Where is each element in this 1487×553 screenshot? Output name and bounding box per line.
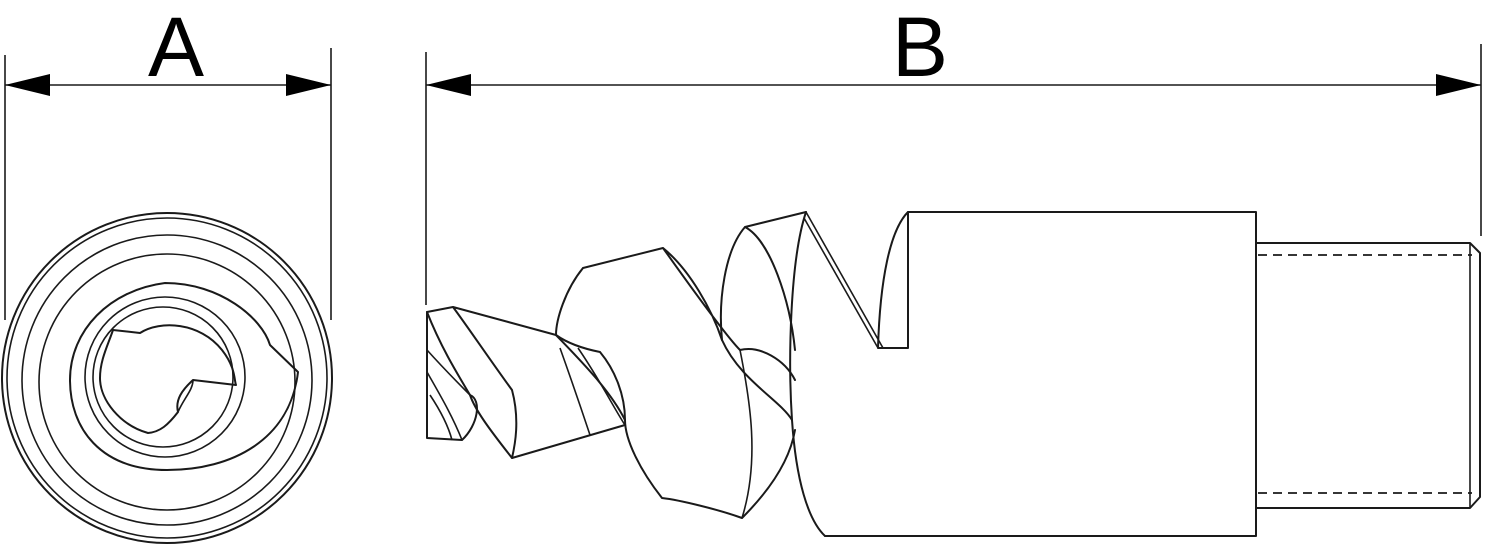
end-view-spiral-flute: [69, 282, 299, 471]
body-notch-edge: [805, 211, 884, 349]
body-notch-edge-2: [803, 217, 879, 349]
end-view-bore-outer: [84, 296, 246, 458]
flute-sweep-main: [789, 211, 826, 537]
flute-2-inner: [739, 349, 753, 519]
flute-3: [719, 211, 807, 421]
body-notch: [877, 211, 909, 349]
end-view-center-arc: [177, 379, 194, 413]
shank: [1255, 242, 1481, 509]
flute-1-groove: [559, 347, 626, 436]
dimension-a: A: [4, 0, 332, 320]
end-view-outer-ring: [1, 212, 333, 544]
end-view-ring-3: [21, 234, 313, 526]
end-view-ring-4: [38, 253, 296, 511]
end-view: [1, 212, 333, 544]
body-cylinder: [824, 211, 1257, 537]
dimension-b-arrow-right: [1436, 74, 1481, 96]
drill-tip-groove: [426, 349, 471, 441]
side-view: [426, 211, 1481, 537]
end-view-bore-inner: [92, 306, 234, 448]
dimension-b-label: B: [892, 0, 948, 94]
flute-3-lower: [624, 419, 796, 519]
dimension-a-arrow-left: [5, 74, 50, 96]
flute-2-lower: [469, 394, 626, 459]
end-view-ring-2: [6, 217, 328, 539]
end-view-center-notch: [99, 324, 237, 434]
dimension-b: B: [425, 0, 1482, 305]
dimension-a-label: A: [148, 0, 204, 94]
flute-2: [555, 247, 796, 421]
flute-1: [426, 306, 626, 459]
dimension-b-arrow-left: [426, 74, 471, 96]
dimension-a-arrow-right: [286, 74, 331, 96]
